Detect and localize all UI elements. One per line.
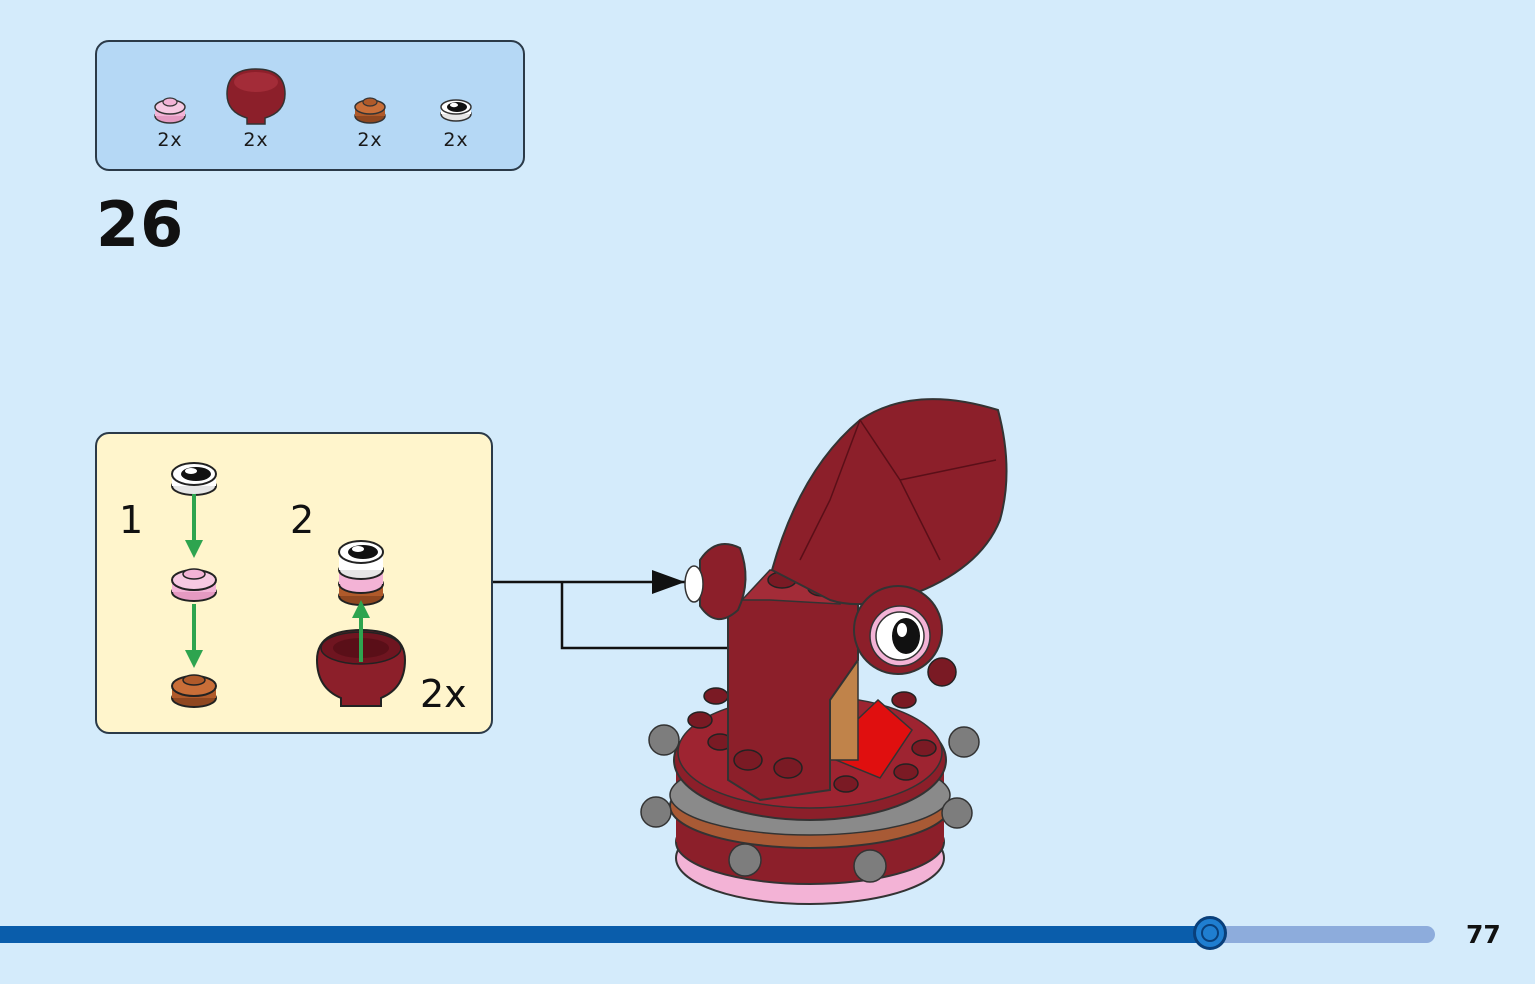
sub-assembly-illustration: [171, 462, 407, 708]
white-eye-tile-icon: [171, 462, 217, 496]
green-arrow-icon: [352, 600, 370, 662]
model-body: [727, 569, 859, 802]
pink-round-plate-icon: [171, 568, 217, 602]
part-qty: 2x: [243, 129, 269, 151]
parts-list-box: 2x 2x 2x 2x: [95, 40, 525, 171]
part-pink-plate: 2x: [135, 42, 205, 173]
part-qty: 2x: [357, 129, 383, 151]
sub-step-label-2: 2: [290, 498, 315, 542]
part-qty: 2x: [443, 129, 469, 151]
eye-stack-icon: [338, 540, 384, 606]
sub-assembly-box: 1 2 2x: [95, 432, 493, 734]
sub-step-label-1: 1: [119, 498, 144, 542]
model-left-eye: [684, 543, 747, 620]
step-number: 26: [96, 188, 185, 261]
part-dark-red-dome: 2x: [221, 42, 291, 173]
dark-red-dome-icon: [226, 68, 286, 125]
page-number: 77: [1466, 920, 1501, 949]
white-eye-tile-icon: [440, 99, 472, 122]
grey-ball-joints: [640, 724, 980, 883]
progress-bar: [0, 916, 1435, 950]
base-studs: [687, 687, 937, 793]
part-qty: 2x: [157, 129, 183, 151]
progress-fill: [0, 926, 1210, 943]
part-brown-plate: 2x: [335, 42, 405, 173]
sub-assembly-multiplier: 2x: [420, 672, 467, 716]
progress-knob: [1193, 916, 1227, 950]
model-head: [770, 398, 1008, 606]
green-arrow-icon: [185, 604, 203, 668]
model-right-eye: [853, 585, 957, 687]
brown-round-plate-icon: [171, 674, 217, 708]
pink-round-plate-icon: [154, 97, 186, 124]
green-arrow-icon: [185, 494, 203, 558]
part-white-eye-tile: 2x: [421, 42, 491, 173]
brown-round-plate-icon: [354, 97, 386, 124]
